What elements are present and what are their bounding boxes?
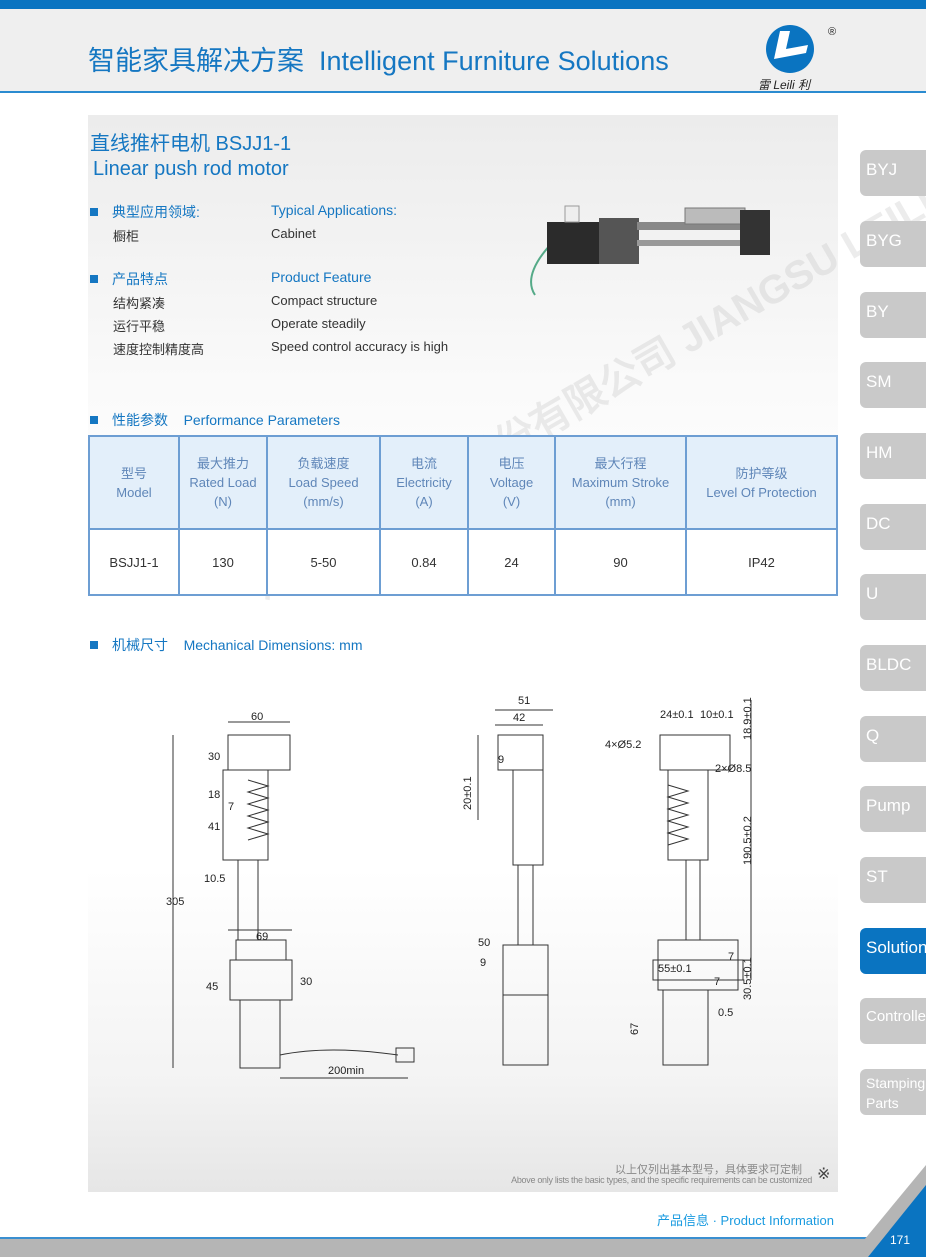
feature-en: Operate steadily (271, 316, 366, 331)
product-photo (530, 205, 770, 296)
front-view (172, 721, 415, 1079)
tab-dc[interactable]: DC (860, 504, 926, 550)
feature-en: Speed control accuracy is high (271, 339, 449, 354)
svg-text:30.5±0.1: 30.5±0.1 (742, 957, 754, 1000)
svg-text:10.5: 10.5 (204, 873, 225, 885)
tab-by[interactable]: BY (860, 292, 926, 338)
svg-text:18: 18 (208, 789, 220, 801)
svg-text:20±0.1: 20±0.1 (462, 776, 474, 810)
tab-byj[interactable]: BYJ (860, 150, 926, 196)
feature-cn: 结构紧凑 (113, 296, 166, 311)
footer-label: 产品信息 · Product Information (657, 1213, 834, 1228)
svg-text:305: 305 (166, 896, 184, 908)
svg-text:45: 45 (206, 981, 218, 993)
svg-text:41: 41 (208, 821, 220, 833)
svg-text:51: 51 (518, 695, 530, 707)
tab-q[interactable]: Q (860, 716, 926, 762)
tab-pump[interactable]: Pump (860, 786, 926, 832)
svg-text:30: 30 (208, 751, 220, 763)
svg-text:®: ® (828, 26, 836, 38)
tab-sm[interactable]: SM (860, 362, 926, 408)
svg-text:7: 7 (228, 801, 234, 813)
content-panel (88, 115, 838, 1192)
svg-text:9: 9 (498, 754, 504, 766)
header: 智能家具解决方案 Intelligent Furniture Solutions… (0, 9, 926, 93)
tab-u[interactable]: U (860, 574, 926, 620)
features-heading: 产品特点 (90, 269, 168, 289)
feature-cn: 运行平稳 (113, 319, 166, 334)
tab-st[interactable]: ST (860, 857, 926, 903)
rear-view (652, 700, 752, 1066)
svg-text:69: 69 (256, 931, 268, 943)
tab-solution[interactable]: Solution (860, 928, 926, 974)
svg-text:0.5: 0.5 (718, 1007, 733, 1019)
svg-text:42: 42 (513, 712, 525, 724)
svg-text:4×Ø5.2: 4×Ø5.2 (605, 739, 641, 751)
application-en: Cabinet (271, 226, 316, 241)
svg-text:10±0.1: 10±0.1 (700, 709, 734, 721)
tab-stamping-parts[interactable]: Stamping Parts (860, 1069, 926, 1115)
applications-heading: 典型应用领域: (90, 202, 200, 222)
top-bar (0, 0, 926, 9)
performance-heading: 性能参数 Performance Parameters (90, 410, 340, 430)
svg-text:7: 7 (714, 976, 720, 988)
tab-bldc[interactable]: BLDC (860, 645, 926, 691)
tab-hm[interactable]: HM (860, 433, 926, 479)
svg-text:30: 30 (300, 976, 312, 988)
leili-logo: ® 雷 Leili 利 (750, 23, 840, 97)
logo-icon: ® 雷 Leili 利 (758, 25, 836, 92)
page-number: 171 (890, 1233, 911, 1247)
svg-text:67: 67 (629, 1023, 641, 1035)
corner-decoration (850, 1165, 926, 1257)
svg-text:200min: 200min (328, 1065, 364, 1077)
svg-text:60: 60 (251, 711, 263, 723)
svg-text:18.9±0.1: 18.9±0.1 (742, 697, 754, 740)
footer-band (0, 1237, 926, 1257)
svg-text:2×Ø8.5: 2×Ø8.5 (715, 763, 751, 775)
features-heading-en: Product Feature (271, 269, 372, 285)
note-en: Above only lists the basic types, and th… (511, 1175, 812, 1185)
feature-cn: 速度控制精度高 (113, 342, 205, 357)
svg-text:55±0.1: 55±0.1 (658, 963, 692, 975)
application-cn: 橱柜 (113, 229, 140, 244)
note-mark-icon: ※ (817, 1166, 831, 1183)
mechanical-heading: 机械尺寸 Mechanical Dimensions: mm (90, 635, 363, 655)
mechanical-drawing: 60 30 18 7 41 10.5 305 69 45 30 200min 5… (166, 695, 754, 1079)
svg-text:50: 50 (478, 937, 490, 949)
svg-text:24±0.1: 24±0.1 (660, 709, 694, 721)
title-cn: 智能家具解决方案 (88, 46, 304, 76)
tab-controller[interactable]: Controller (860, 998, 926, 1044)
page-title: 智能家具解决方案 Intelligent Furniture Solutions (88, 39, 669, 78)
svg-text:190.5±0.2: 190.5±0.2 (742, 816, 754, 865)
title-en: Intelligent Furniture Solutions (319, 46, 669, 76)
note-cn: 以上仅列出基本型号，具体要求可定制 (615, 1164, 802, 1176)
svg-text:雷 Leili 利: 雷 Leili 利 (758, 78, 812, 92)
tab-byg[interactable]: BYG (860, 221, 926, 267)
svg-text:7: 7 (728, 951, 734, 963)
svg-text:9: 9 (480, 957, 486, 969)
feature-en: Compact structure (271, 293, 378, 308)
side-view (477, 709, 553, 1066)
applications-heading-en: Typical Applications: (271, 202, 398, 218)
